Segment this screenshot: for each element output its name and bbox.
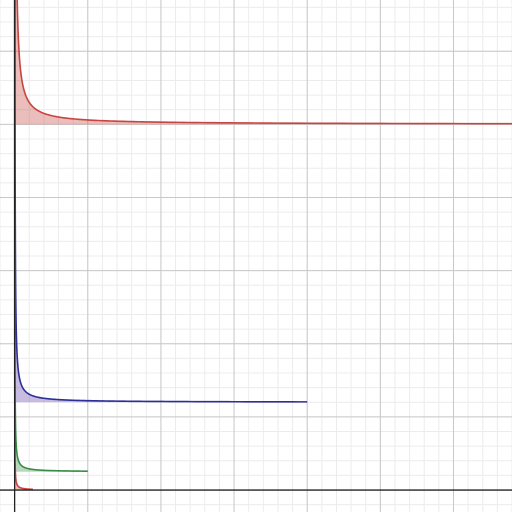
series-line-1	[16, 0, 512, 125]
